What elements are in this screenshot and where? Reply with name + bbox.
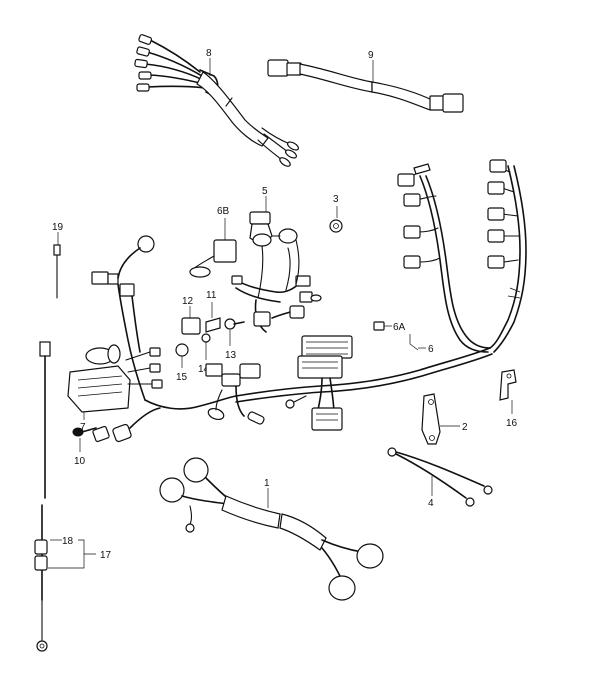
label-10: 10 <box>74 456 86 467</box>
label-6a: 6A <box>393 322 406 333</box>
part-1-harness: 1 <box>159 457 384 601</box>
label-9: 9 <box>368 50 374 61</box>
label-5: 5 <box>262 186 268 197</box>
part-16-clip: 16 <box>499 369 518 429</box>
label-1: 1 <box>264 478 270 489</box>
label-3: 3 <box>333 194 339 205</box>
label-11: 11 <box>206 290 217 301</box>
right-harness-branches: 6A 6 <box>373 159 527 355</box>
part-2-bracket: 2 <box>421 393 468 445</box>
part-8-wire-bundle: 8 <box>134 34 300 167</box>
label-2: 2 <box>462 422 468 433</box>
label-4: 4 <box>428 498 434 509</box>
label-6: 6 <box>428 344 434 355</box>
part-4-ground-strap: 4 <box>387 447 493 509</box>
label-16: 16 <box>506 418 518 429</box>
part-9-connector-cable: 9 <box>267 50 464 113</box>
label-8: 8 <box>206 48 212 59</box>
main-harness-center <box>205 239 493 431</box>
label-14: 14 <box>198 364 210 375</box>
main-harness-left: 7 10 <box>67 235 237 467</box>
label-15: 15 <box>176 372 188 383</box>
label-7: 7 <box>80 422 86 433</box>
label-17: 17 <box>100 550 112 561</box>
part-17-long-cable: 18 17 <box>34 341 112 652</box>
label-18: 18 <box>62 536 74 547</box>
part-19-cable-tie: 19 <box>52 222 64 299</box>
label-19: 19 <box>52 222 64 233</box>
label-6b: 6B <box>217 206 230 217</box>
label-12: 12 <box>182 296 194 307</box>
center-small-parts: 6B 5 3 12 11 14 13 15 <box>175 186 343 383</box>
label-13: 13 <box>225 350 237 361</box>
